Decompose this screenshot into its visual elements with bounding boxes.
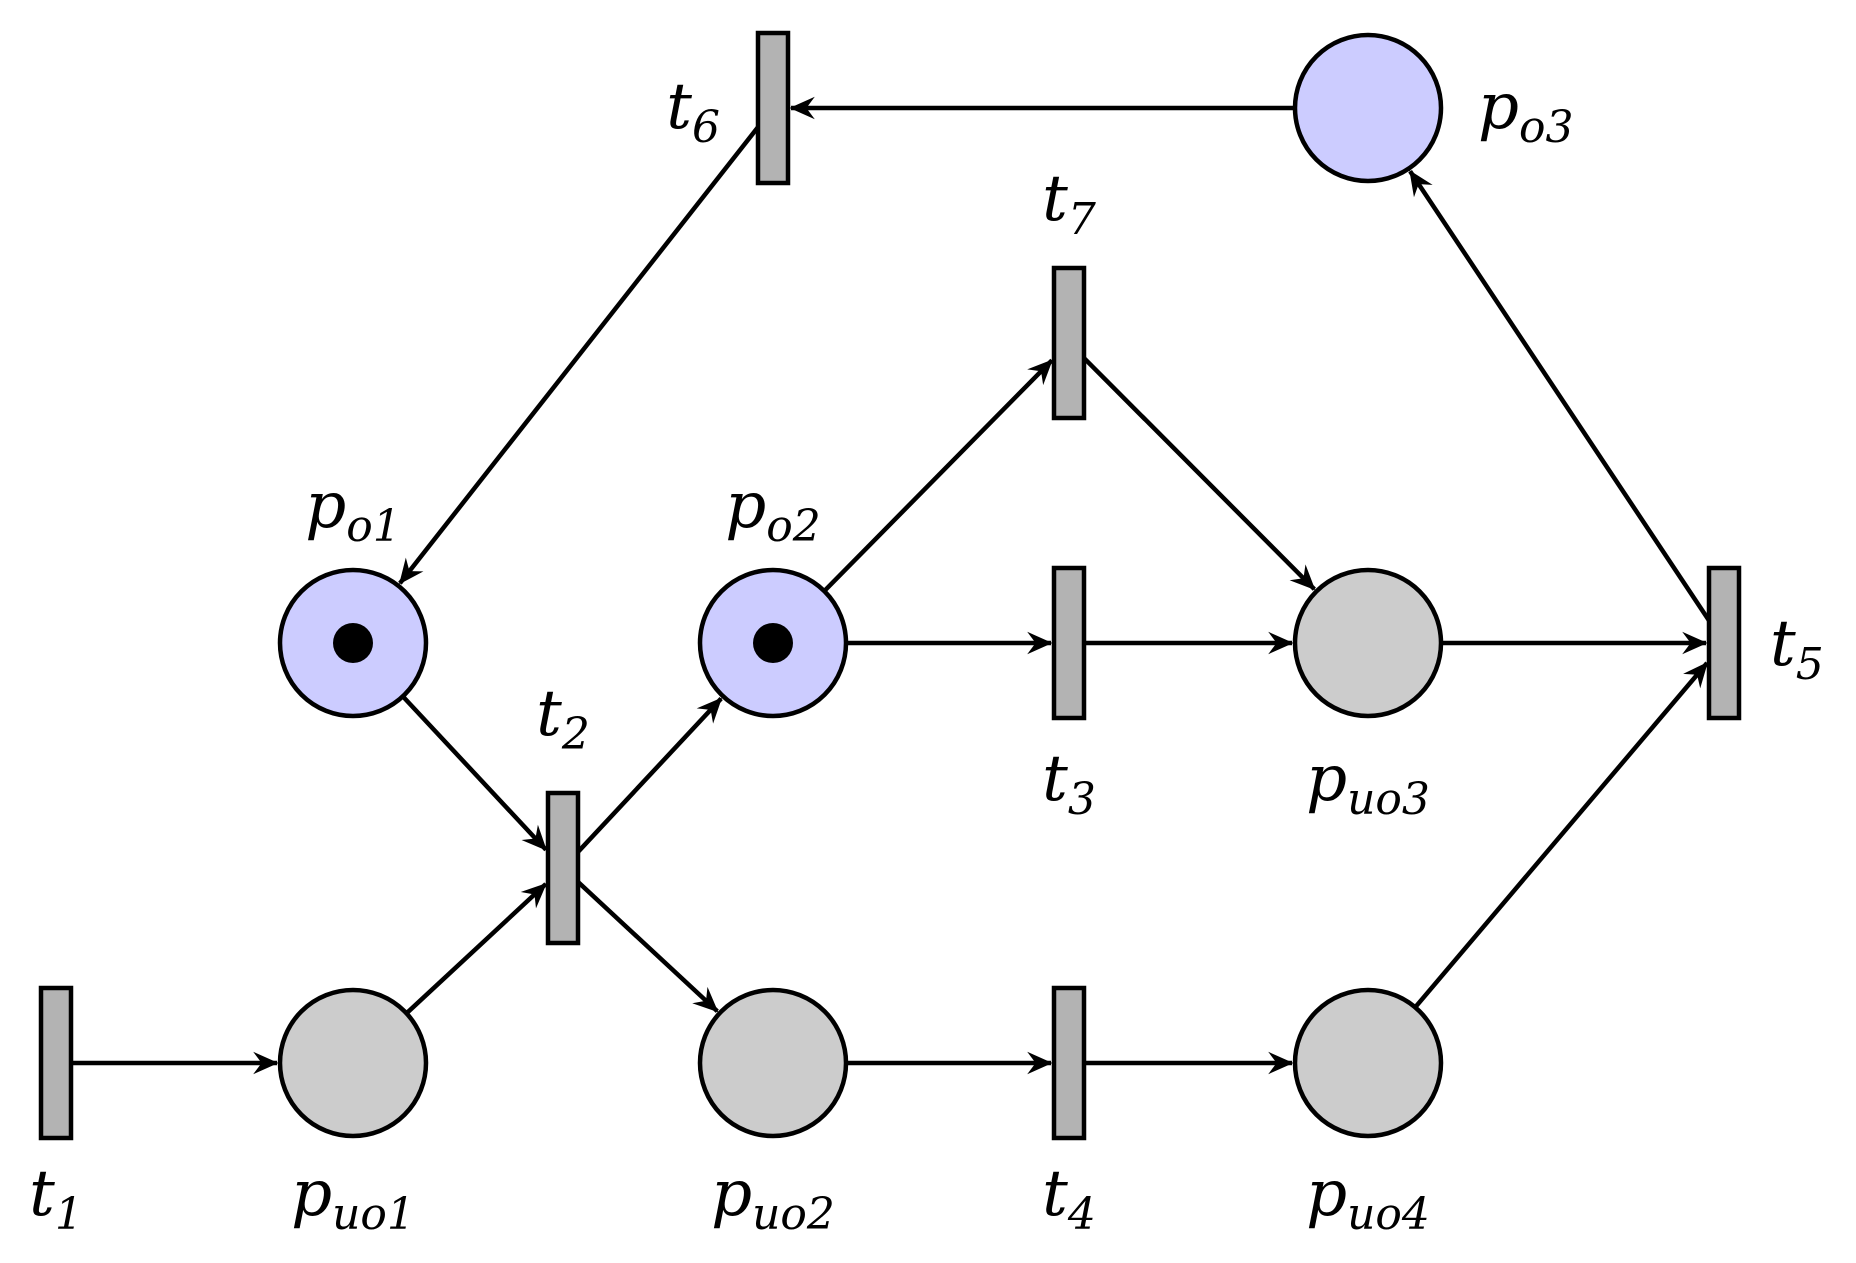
place-label-base-puo3: p bbox=[1306, 742, 1347, 816]
transition-label-base-t5: t bbox=[1770, 607, 1796, 681]
place-label-puo4: puo4 bbox=[1306, 1157, 1430, 1240]
transition-label-t7: t7 bbox=[1042, 162, 1096, 245]
place-label-po1: po1 bbox=[305, 469, 400, 552]
place-label-sub-po1: o1 bbox=[346, 501, 400, 552]
transition-label-base-t2: t bbox=[536, 677, 562, 751]
transition-t7 bbox=[1051, 265, 1087, 421]
transition-label-base-t4: t bbox=[1042, 1157, 1068, 1231]
place-label-base-puo2: p bbox=[711, 1157, 752, 1231]
transition-label-base-t1: t bbox=[29, 1157, 55, 1231]
place-label-po2: po2 bbox=[725, 469, 820, 552]
place-puo3 bbox=[1292, 567, 1444, 719]
arc-puo1-to-t2 bbox=[404, 882, 548, 1015]
place-puo4 bbox=[1292, 987, 1444, 1139]
arc-po1-to-t2 bbox=[401, 694, 548, 852]
arc-t2-to-puo2 bbox=[576, 880, 719, 1013]
transition-label-t6: t6 bbox=[666, 70, 720, 153]
transition-label-sub-t7: 7 bbox=[1068, 194, 1096, 245]
arc-puo4-to-t5 bbox=[1413, 661, 1709, 1009]
transition-label-t3: t3 bbox=[1042, 742, 1096, 825]
transition-label-t4: t4 bbox=[1042, 1157, 1096, 1240]
transition-label-t1: t1 bbox=[29, 1157, 83, 1240]
transition-label-sub-t5: 5 bbox=[1796, 639, 1824, 690]
place-label-po3: po3 bbox=[1478, 70, 1573, 153]
place-label-sub-po2: o2 bbox=[766, 501, 820, 552]
place-label-base-po2: p bbox=[725, 469, 766, 543]
arcs-layer bbox=[71, 96, 1711, 1075]
place-label-base-po1: p bbox=[305, 469, 346, 543]
transition-t5 bbox=[1706, 565, 1742, 721]
place-label-puo1: puo1 bbox=[291, 1157, 415, 1240]
nodes-layer bbox=[38, 30, 1742, 1141]
transition-label-sub-t6: 6 bbox=[692, 102, 720, 153]
transition-label-t2: t2 bbox=[536, 677, 590, 760]
place-label-sub-puo1: uo1 bbox=[332, 1189, 415, 1240]
transition-t4 bbox=[1051, 985, 1087, 1141]
arc-t2-to-po2 bbox=[576, 697, 723, 854]
transition-t2 bbox=[545, 790, 581, 946]
token-po2 bbox=[753, 623, 793, 663]
transition-t3 bbox=[1051, 565, 1087, 721]
transition-label-sub-t1: 1 bbox=[55, 1189, 83, 1240]
transition-label-t5: t5 bbox=[1770, 607, 1824, 690]
place-label-base-puo1: p bbox=[291, 1157, 332, 1231]
transition-label-base-t6: t bbox=[666, 70, 692, 144]
arc-po2-to-t7 bbox=[822, 358, 1054, 593]
arc-t5-to-po3 bbox=[1408, 170, 1711, 622]
transition-label-sub-t3: 3 bbox=[1068, 774, 1096, 825]
place-label-sub-po3: o3 bbox=[1519, 102, 1573, 153]
place-puo1 bbox=[277, 987, 429, 1139]
arc-t6-to-po1 bbox=[398, 125, 760, 585]
place-label-base-puo4: p bbox=[1306, 1157, 1347, 1231]
transition-t6 bbox=[755, 30, 791, 186]
place-label-base-po3: p bbox=[1478, 70, 1519, 144]
token-po1 bbox=[333, 623, 373, 663]
place-label-puo3: puo3 bbox=[1306, 742, 1430, 825]
arc-t7-to-puo3 bbox=[1082, 356, 1316, 591]
transition-label-base-t7: t bbox=[1042, 162, 1068, 236]
transition-label-sub-t4: 4 bbox=[1067, 1189, 1096, 1240]
transition-t1 bbox=[38, 985, 74, 1141]
place-label-sub-puo3: uo3 bbox=[1347, 774, 1430, 825]
transition-label-base-t3: t bbox=[1042, 742, 1068, 816]
place-puo2 bbox=[697, 987, 849, 1139]
place-label-sub-puo4: uo4 bbox=[1347, 1189, 1430, 1240]
place-label-puo2: puo2 bbox=[711, 1157, 835, 1240]
place-po3 bbox=[1292, 32, 1444, 184]
place-label-sub-puo2: uo2 bbox=[752, 1189, 835, 1240]
transition-label-sub-t2: 2 bbox=[561, 709, 590, 760]
